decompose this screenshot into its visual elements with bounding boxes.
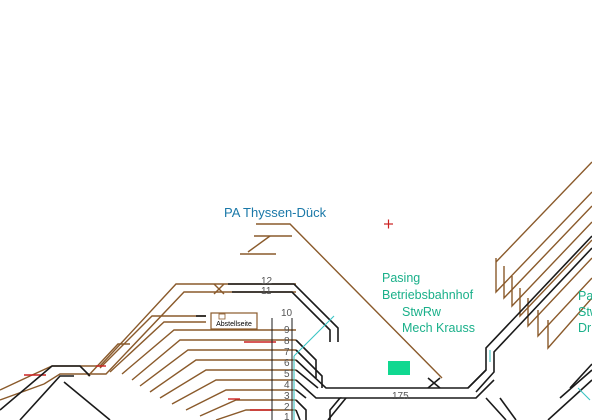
track-number: 2 (284, 402, 290, 413)
track-number: 12 (261, 276, 273, 287)
track-number: 7 (284, 347, 290, 358)
station-label-betriebsbahnhof: Betriebsbahnhof (382, 288, 474, 302)
yard-boundaries (271, 318, 293, 420)
abstellseite-label: Abstellseite (216, 321, 252, 328)
track-number: 1 (284, 412, 290, 420)
track-number-labels: 12 11 10 9 8 7 6 5 4 3 2 1 175 (261, 276, 409, 420)
track-number: 5 (284, 369, 290, 380)
teal-connector (293, 315, 591, 420)
left-yard-brown (0, 283, 296, 420)
track-number: 6 (284, 358, 290, 369)
track-number: 9 (284, 325, 290, 336)
station-label-stwrw: StwRw (402, 305, 442, 319)
station-label-right-3: Dr (578, 321, 591, 335)
station-label-pasing: Pasing (382, 271, 420, 285)
red-cross-marker (384, 219, 393, 229)
track-number: 8 (284, 336, 290, 347)
top-cut-label: 170 (472, 0, 489, 1)
track-number: 3 (284, 391, 290, 402)
thyssen-siding (240, 223, 443, 379)
track-number: 11 (261, 286, 272, 297)
abstellseite-building: Abstellseite (210, 312, 258, 330)
right-siding-fan (495, 161, 592, 350)
left-yard-black (0, 283, 592, 420)
site-label-thyssen: PA Thyssen-Dück (224, 205, 327, 220)
track-number-175: 175 (392, 391, 409, 402)
station-label-right-1: Pa (578, 289, 592, 303)
track-number: 4 (284, 380, 290, 391)
station-label-right-2: Stw (578, 305, 592, 319)
green-signal-block[interactable] (388, 361, 410, 375)
station-label-mech-krauss: Mech Krauss (402, 321, 475, 335)
track-number: 10 (281, 308, 293, 319)
